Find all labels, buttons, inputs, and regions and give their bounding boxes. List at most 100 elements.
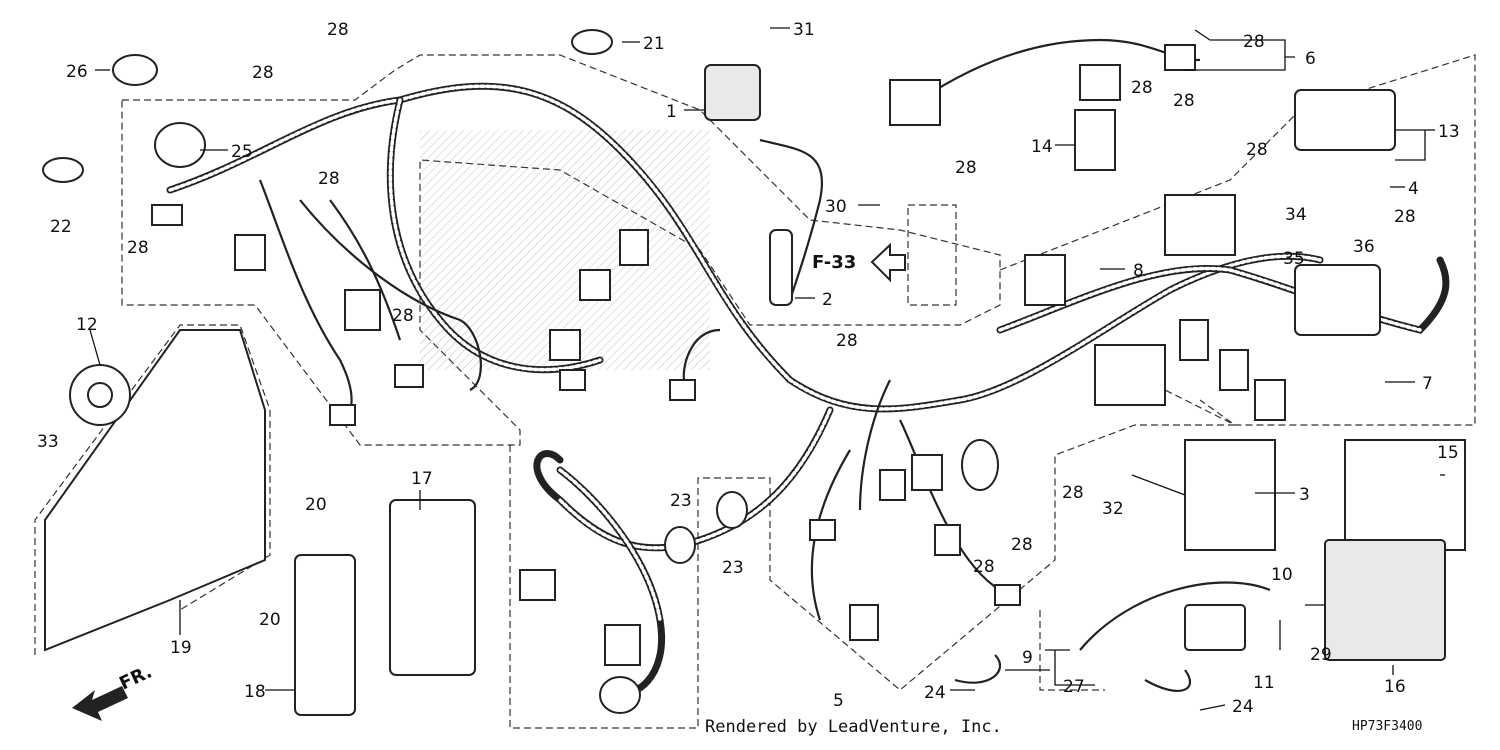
callout-28-e: 28 [392,306,414,326]
callout-19: 19 [170,638,192,658]
callout-35: 35 [1283,249,1305,269]
callout-29: 29 [1310,645,1332,665]
connector [549,329,581,361]
connector [329,404,356,426]
callout-28-b: 28 [327,20,349,40]
connector [911,454,943,491]
fuse-box-lid [1294,89,1396,151]
wire-upper-right [919,38,1201,101]
callout-28-k: 28 [1246,140,1268,160]
callout-13: 13 [1438,122,1460,142]
callout-28-h: 28 [1243,32,1265,52]
diagram-code: HP73F3400 [1352,719,1422,734]
callout-32: 32 [1102,499,1124,519]
connector [394,364,424,388]
connector [1179,319,1209,361]
callout-24-b: 24 [1232,697,1254,717]
callout-10: 10 [1271,565,1293,585]
callout-15: 15 [1437,443,1459,463]
wire-left-3 [329,199,402,341]
callout-21: 21 [643,34,665,54]
callout-28-n: 28 [973,557,995,577]
band-22 [42,157,84,183]
callout-28-d: 28 [127,238,149,258]
coil-lead [759,138,823,301]
clamp-26 [112,54,158,86]
sensor-9-wire [1079,581,1271,651]
callout-11: 11 [1253,673,1275,693]
callout-24-a: 24 [924,683,946,703]
callout-31: 31 [793,20,815,40]
connector [849,604,879,641]
connector [669,379,696,401]
ecm-3 [1184,439,1276,551]
callout-23-a: 23 [670,491,692,511]
holder-18 [294,554,356,716]
callout-14: 14 [1031,137,1053,157]
callout-1: 1 [666,102,677,122]
callout-25: 25 [231,142,253,162]
grommet-25 [154,122,206,168]
connector [519,569,556,601]
callout-22: 22 [50,217,72,237]
coil-detail-outline [907,204,957,306]
parts [42,29,1466,716]
front-arrow-icon [72,686,128,721]
callout-20-b: 20 [259,610,281,630]
callout-5: 5 [833,691,844,711]
connector [1024,254,1066,306]
band-24a [954,654,1002,684]
ignition-coil [704,64,761,121]
callout-23-b: 23 [722,558,744,578]
callout-28-f: 28 [836,331,858,351]
front-arrow: FR. [72,661,155,721]
control-unit-15 [1344,439,1466,551]
callout-18: 18 [244,682,266,702]
cover-19 [44,329,266,652]
ground-box [1094,344,1166,406]
callout-7: 7 [1422,374,1433,394]
callout-28-o: 28 [1011,535,1033,555]
callout-12: 12 [76,315,98,335]
ref-arrow-icon [870,242,906,283]
callout-30: 30 [825,197,847,217]
main-wire-harness [166,38,1450,696]
callout-20-a: 20 [305,495,327,515]
clamp-23a [664,526,696,564]
sensor-harness-outline [1039,610,1105,691]
wire-left-1 [258,179,353,422]
callout-4: 4 [1408,179,1419,199]
callout-9: 9 [1022,648,1033,668]
connector [604,624,641,666]
callouts: 1 2 3 4 5 6 7 8 9 10 11 12 13 14 15 16 1… [37,20,1460,717]
callout-28-a: 28 [252,63,274,83]
callout-28-l: 28 [1394,207,1416,227]
band-24b [1144,669,1192,692]
connector [579,269,611,301]
bracket-16 [1324,539,1446,661]
sensor-9 [1184,604,1246,651]
callout-3: 3 [1299,485,1310,505]
connector [879,469,906,501]
sensor-round [599,676,641,714]
connector [1079,64,1121,101]
callout-27: 27 [1063,677,1085,697]
callout-28-i: 28 [1131,78,1153,98]
footer-credit: Rendered by LeadVenture, Inc. [705,717,1002,737]
horn-12-center [87,382,113,408]
connector [1254,379,1286,421]
connector [1219,349,1249,391]
connector [1164,44,1196,71]
callout-28-m: 28 [1062,483,1084,503]
ref-arrow-label: F-33 [812,252,856,273]
connector [994,584,1021,606]
callout-26: 26 [66,62,88,82]
callout-28-c: 28 [318,169,340,189]
connector [151,204,183,226]
callout-33: 33 [37,432,59,452]
fuse-box [1294,264,1381,336]
relay-round [961,439,999,491]
callout-16: 16 [1384,677,1406,697]
